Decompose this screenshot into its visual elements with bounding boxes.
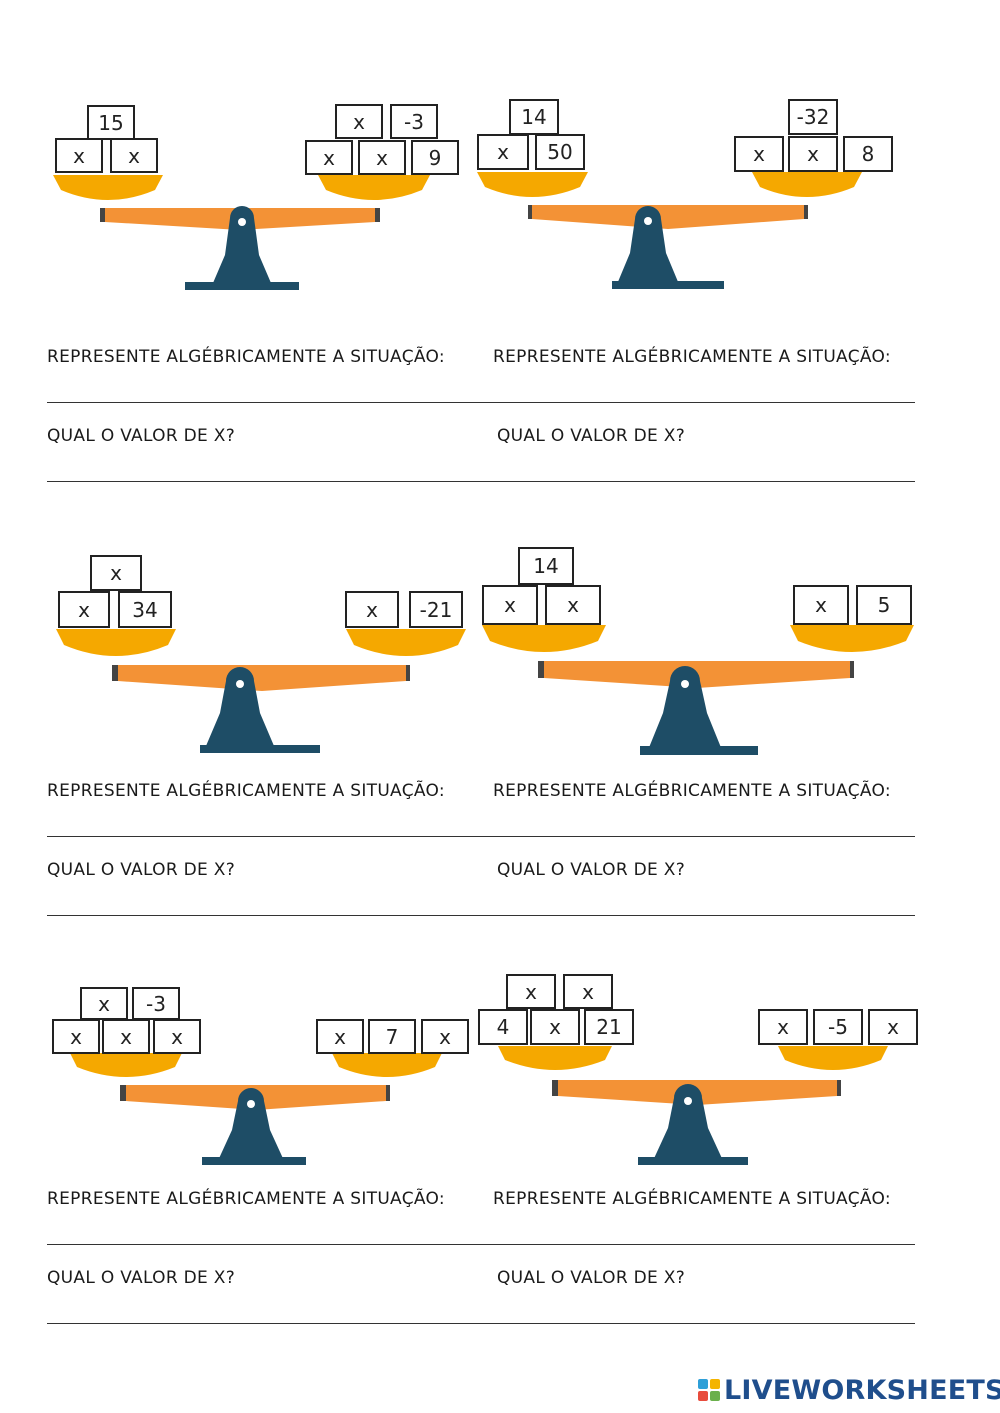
represent-prompt: REPRESENTE ALGÉBRICAMENTE A SITUAÇÃO:	[493, 1189, 891, 1209]
answer-line[interactable]	[47, 915, 915, 916]
weight-block: x	[530, 1009, 580, 1045]
weight-block: x	[788, 136, 838, 172]
balance-illustration	[482, 625, 914, 755]
weight-block: x	[563, 974, 613, 1009]
value-prompt: QUAL O VALOR DE X?	[47, 426, 236, 446]
balance-scale-2: 14 x 50 -32 x x 8	[472, 97, 897, 292]
weight-block: x	[358, 140, 406, 175]
weight-block: x	[421, 1019, 469, 1054]
weight-block: 34	[118, 591, 172, 628]
answer-line[interactable]	[47, 1244, 915, 1245]
weight-block: 8	[843, 136, 893, 172]
value-prompt: QUAL O VALOR DE X?	[497, 1268, 686, 1288]
weight-block: x	[335, 104, 383, 139]
logo-text: LIVEWORKSHEETS	[724, 1374, 1000, 1406]
represent-prompt: REPRESENTE ALGÉBRICAMENTE A SITUAÇÃO:	[47, 1189, 445, 1209]
weight-block: x	[58, 591, 110, 628]
balance-illustration	[70, 1053, 442, 1165]
weight-block: 21	[584, 1009, 634, 1045]
liveworksheets-logo-icon	[698, 1379, 720, 1401]
represent-prompt: REPRESENTE ALGÉBRICAMENTE A SITUAÇÃO:	[493, 347, 891, 367]
balance-illustration	[477, 172, 862, 289]
balance-scale-4: 14 x x x 5	[478, 545, 918, 760]
weight-block: x	[506, 974, 556, 1009]
weight-block: -3	[390, 104, 438, 139]
weight-block: -5	[813, 1009, 863, 1045]
represent-prompt: REPRESENTE ALGÉBRICAMENTE A SITUAÇÃO:	[47, 347, 445, 367]
weight-block: x	[868, 1009, 918, 1045]
balance-scale-6: x x 4 x 21 x -5 x	[476, 972, 921, 1170]
weight-block: x	[758, 1009, 808, 1045]
weight-block: 4	[478, 1009, 528, 1045]
weight-block: x	[316, 1019, 364, 1054]
weight-block: x	[102, 1019, 150, 1054]
weight-block: 9	[411, 140, 459, 175]
answer-line[interactable]	[47, 1323, 915, 1324]
weight-block: x	[80, 987, 128, 1020]
balance-scale-3: x x 34 x -21	[48, 553, 473, 758]
balance-illustration	[498, 1046, 888, 1165]
balance-illustration	[56, 629, 466, 753]
weight-block: x	[110, 138, 158, 173]
weight-block: -3	[132, 987, 180, 1020]
represent-prompt: REPRESENTE ALGÉBRICAMENTE A SITUAÇÃO:	[47, 781, 445, 801]
weight-block: x	[52, 1019, 100, 1054]
represent-prompt: REPRESENTE ALGÉBRICAMENTE A SITUAÇÃO:	[493, 781, 891, 801]
value-prompt: QUAL O VALOR DE X?	[497, 426, 686, 446]
weight-block: -32	[788, 99, 838, 135]
balance-illustration	[53, 175, 430, 290]
weight-block: x	[345, 591, 399, 628]
weight-block: x	[90, 555, 142, 591]
weight-block: 50	[535, 134, 585, 170]
weight-block: 14	[518, 547, 574, 585]
weight-block: x	[545, 585, 601, 625]
weight-block: x	[55, 138, 103, 173]
weight-block: x	[734, 136, 784, 172]
answer-line[interactable]	[47, 481, 915, 482]
weight-block: 14	[509, 99, 559, 135]
weight-block: -21	[409, 591, 463, 628]
weight-block: x	[793, 585, 849, 625]
weight-block: 5	[856, 585, 912, 625]
weight-block: x	[477, 134, 529, 170]
balance-scale-1: 15 x x x -3 x x 9	[45, 100, 470, 295]
weight-block: 15	[87, 105, 135, 140]
value-prompt: QUAL O VALOR DE X?	[47, 1268, 236, 1288]
weight-block: x	[482, 585, 538, 625]
weight-block: x	[305, 140, 353, 175]
answer-line[interactable]	[47, 836, 915, 837]
weight-block: x	[153, 1019, 201, 1054]
weight-block: 7	[368, 1019, 416, 1054]
liveworksheets-logo: LIVEWORKSHEETS	[698, 1373, 1000, 1407]
balance-scale-5: x -3 x x x x 7 x	[50, 985, 475, 1170]
value-prompt: QUAL O VALOR DE X?	[497, 860, 686, 880]
value-prompt: QUAL O VALOR DE X?	[47, 860, 236, 880]
answer-line[interactable]	[47, 402, 915, 403]
